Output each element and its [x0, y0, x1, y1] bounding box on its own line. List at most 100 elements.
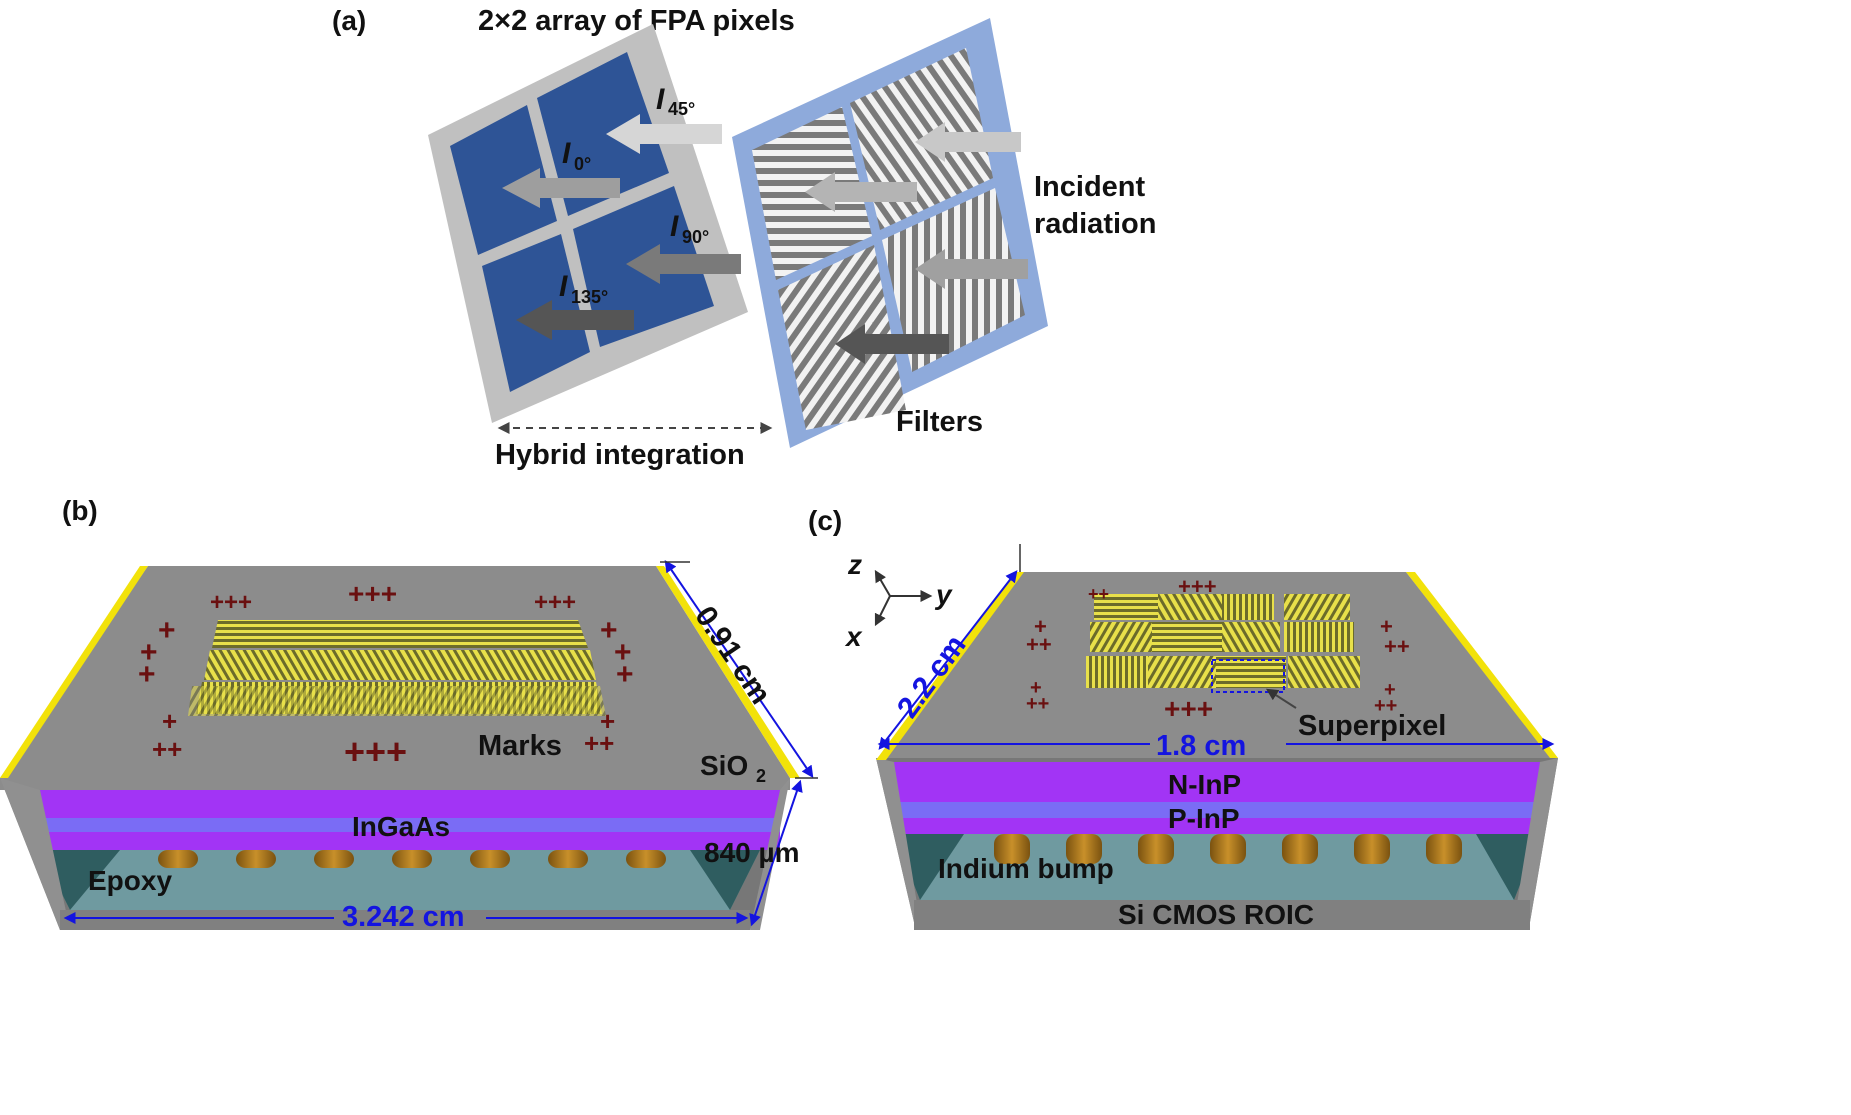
mark: +	[600, 706, 615, 736]
alignment-marks-c: ++ +++ + ++ + ++ + ++ + ++ +++	[1026, 574, 1410, 724]
svg-text:45°: 45°	[668, 99, 695, 119]
chip-b-side-left	[0, 778, 70, 930]
gratings-b	[188, 620, 606, 716]
bump	[314, 850, 354, 868]
filters-label: Filters	[896, 406, 983, 438]
pixel-tile	[1222, 594, 1274, 620]
mark: ++	[1384, 634, 1410, 659]
bump	[236, 850, 276, 868]
dim-width-b	[664, 560, 814, 778]
chip-b-gold-left	[0, 566, 148, 778]
mark: +	[1384, 679, 1396, 701]
mark: +++	[348, 578, 397, 609]
bump	[1354, 834, 1390, 864]
chip-c-roic	[914, 900, 1530, 930]
panel-a-title: 2×2 array of FPA pixels	[478, 5, 795, 37]
axis-y-label: y	[934, 579, 953, 610]
mark: +	[162, 706, 177, 736]
roic-label: Si CMOS ROIC	[1118, 899, 1314, 930]
layer-pinp	[894, 818, 1540, 834]
pixel-tile	[1152, 622, 1222, 652]
grating-0	[212, 620, 588, 648]
incident-arrows	[805, 122, 1028, 364]
pixel-tile	[1216, 656, 1286, 688]
panel-b-tag: (b)	[62, 495, 98, 526]
dim-width-c	[878, 570, 1018, 750]
bump	[470, 850, 510, 868]
svg-text:SiO: SiO	[700, 750, 748, 781]
incident-label-1: Incident	[1034, 171, 1146, 203]
bumps-b	[158, 850, 666, 868]
mark: ++	[1026, 632, 1052, 657]
fpa-array	[428, 24, 748, 423]
chip-c-gold-right	[1406, 572, 1558, 758]
mark: +++	[1164, 693, 1213, 724]
svg-text:I: I	[559, 270, 568, 303]
mark: ++	[152, 734, 182, 764]
ingaas-label: InGaAs	[352, 811, 450, 842]
arrow-incident-2	[805, 172, 917, 212]
mark: +	[1380, 614, 1393, 639]
marks-label: Marks	[478, 730, 562, 762]
mark: +	[158, 614, 176, 647]
label-i0: I 0°	[562, 137, 591, 174]
label-i135: I 135°	[559, 270, 608, 307]
pinp-label: P-InP	[1168, 803, 1240, 834]
svg-text:135°: 135°	[571, 287, 608, 307]
layer-ninp	[894, 762, 1540, 802]
mark: ++	[1088, 584, 1109, 604]
bump	[994, 834, 1030, 864]
panel-b: (b)	[0, 495, 818, 933]
axis-x-line	[874, 595, 891, 627]
incident-label-2: radiation	[1034, 208, 1156, 240]
bump	[1282, 834, 1318, 864]
filter-135	[778, 245, 906, 430]
arrow-incident-4	[835, 324, 949, 364]
underfill-shadow-left	[894, 834, 964, 900]
bump-label: Indium bump	[938, 853, 1114, 884]
panel-c-tag: (c)	[808, 505, 842, 536]
bump	[1138, 834, 1174, 864]
dim-length-b-label: 3.242 cm	[342, 901, 465, 933]
chip-b-sio2-edge	[0, 778, 790, 790]
filter-array	[732, 18, 1048, 448]
bump	[1426, 834, 1462, 864]
epoxy-shadow-right	[690, 850, 760, 910]
panel-a: (a) 2×2 array of FPA pixels	[332, 5, 1156, 471]
layer-pinp-top	[894, 802, 1540, 818]
filter-90	[882, 188, 1025, 372]
svg-text:I: I	[656, 83, 665, 116]
axis-z-line	[874, 569, 891, 597]
arrow-incident-3	[915, 249, 1028, 289]
arrow-i90	[626, 244, 741, 284]
pixel-tile	[1284, 622, 1354, 652]
superpixel-label: Superpixel	[1298, 710, 1446, 742]
arrow-i0	[502, 168, 620, 208]
underfill-shadow-right	[1476, 834, 1540, 900]
label-i45: I 45°	[656, 83, 695, 119]
mark: +	[140, 636, 158, 669]
chip-c-side-left	[876, 758, 920, 922]
svg-text:2: 2	[756, 766, 766, 786]
fpa-pixel-0	[450, 105, 557, 255]
bump	[392, 850, 432, 868]
arrow-incident-1	[915, 122, 1021, 162]
pixel-tile	[1158, 594, 1222, 620]
dim-thickness-b-label: 840 µm	[704, 837, 800, 868]
mark: +	[1030, 677, 1042, 699]
superpixel-box	[1211, 659, 1285, 693]
svg-text:I: I	[562, 137, 571, 170]
mark: +++	[344, 731, 407, 772]
axis-x-label: x	[844, 621, 863, 652]
layer-ingaas-mid	[40, 818, 780, 832]
epoxy-label: Epoxy	[88, 865, 172, 896]
pixel-tile	[1284, 594, 1350, 620]
hybrid-label: Hybrid integration	[495, 439, 745, 471]
bump	[158, 850, 198, 868]
mark: +	[616, 658, 634, 691]
mark: +++	[534, 589, 576, 616]
bump	[1210, 834, 1246, 864]
chip-c-side-right	[1514, 758, 1558, 922]
mark: +	[1034, 614, 1047, 639]
